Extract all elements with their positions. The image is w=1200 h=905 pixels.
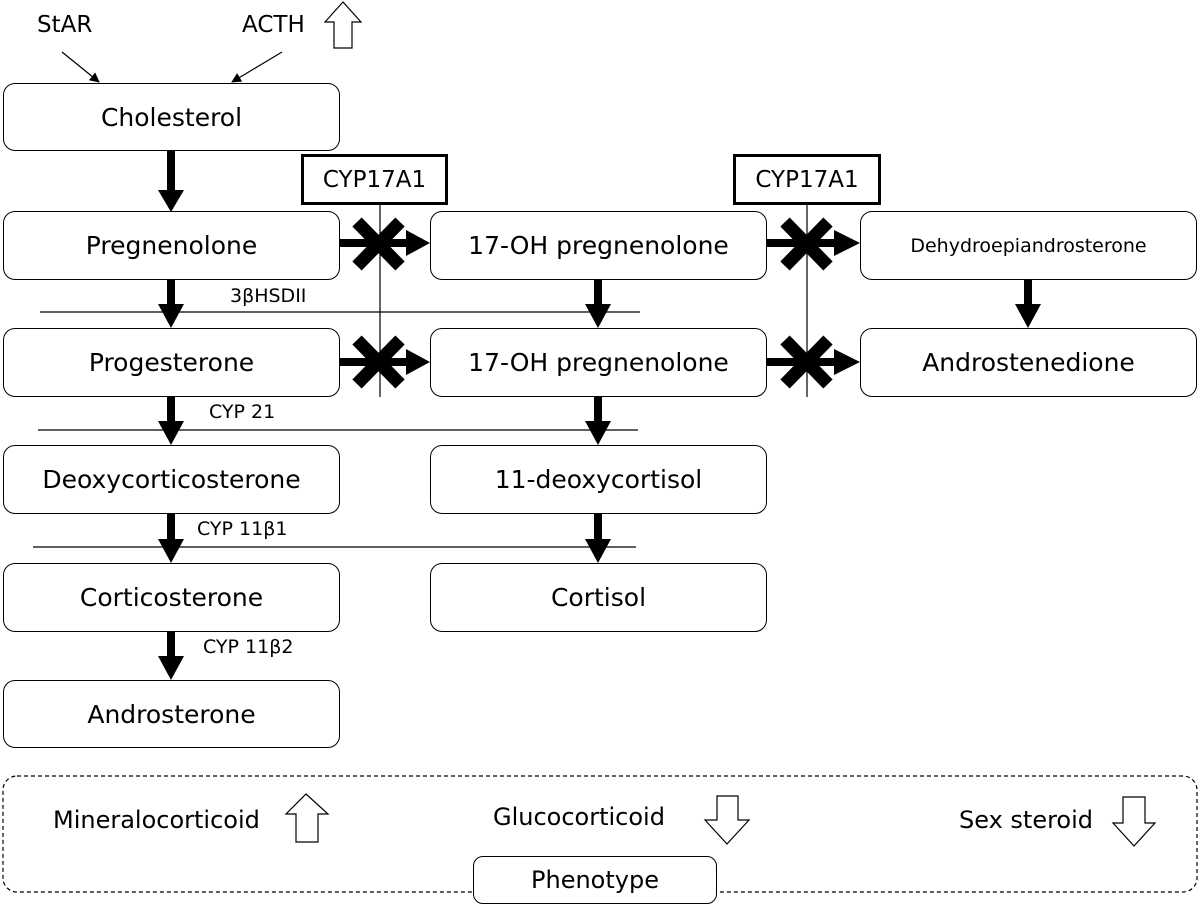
node-progesterone: Progesterone <box>3 328 340 397</box>
phenotype-glucocorticoid: Glucocorticoid <box>493 803 665 831</box>
sex-steroid-down-arrow-icon <box>1111 796 1157 847</box>
phenotype-frame <box>2 775 1198 893</box>
mineralocorticoid-up-arrow-icon <box>284 793 330 843</box>
star-label: StAR <box>37 12 93 38</box>
block-cross-icon <box>780 335 833 389</box>
enzyme-cyp17a1-left: CYP17A1 <box>301 154 448 205</box>
enzyme-3bhsdii: 3βHSDII <box>230 285 307 307</box>
node-cortisol: Cortisol <box>430 563 767 632</box>
arrow-corticosterone-to-androsterone <box>158 632 184 680</box>
node-cholesterol: Cholesterol <box>3 83 340 151</box>
node-deoxycorticosterone: Deoxycorticosterone <box>3 445 340 514</box>
enzyme-cyp17a1-right: CYP17A1 <box>733 154 881 205</box>
node-17oh-pregnenolone-2: 17-OH pregnenolone <box>430 328 767 397</box>
node-dhea: Dehydroepiandrosterone <box>860 211 1197 280</box>
arrow-cholesterol-to-pregnenolone <box>158 150 184 212</box>
node-pregnenolone: Pregnenolone <box>3 211 340 280</box>
node-androsterone: Androsterone <box>3 680 340 748</box>
node-11-deoxycortisol: 11-deoxycortisol <box>430 445 767 514</box>
phenotype-mineralocorticoid: Mineralocorticoid <box>53 806 260 834</box>
arrow-progesterone-to-doc <box>158 397 184 445</box>
acth-up-arrow-icon <box>323 1 363 49</box>
arrow-doc-to-corticosterone <box>158 514 184 563</box>
block-cross-icon <box>352 217 405 271</box>
node-17oh-pregnenolone-1: 17-OH pregnenolone <box>430 211 767 280</box>
enzyme-cyp21: CYP 21 <box>209 401 276 423</box>
arrow-ohpreg1-to-ohpreg2 <box>585 280 611 328</box>
block-cross-icon <box>352 335 405 389</box>
block-cross-icon <box>780 217 833 271</box>
enzyme-cyp11b2: CYP 11β2 <box>203 636 294 658</box>
star-arrow <box>61 51 100 83</box>
phenotype-title: Phenotype <box>473 856 717 904</box>
arrow-ohpreg2-to-deoxycortisol <box>585 397 611 445</box>
node-androstenedione: Androstenedione <box>860 328 1197 397</box>
node-corticosterone: Corticosterone <box>3 563 340 632</box>
phenotype-sex-steroid: Sex steroid <box>959 806 1094 834</box>
enzyme-cyp11b1: CYP 11β1 <box>197 518 288 540</box>
arrow-deoxycortisol-to-cortisol <box>585 514 611 563</box>
arrow-dhea-to-androstenedione <box>1015 280 1041 328</box>
acth-arrow <box>231 51 283 83</box>
arrow-pregnenolone-to-progesterone <box>158 280 184 328</box>
glucocorticoid-down-arrow-icon <box>703 795 751 845</box>
acth-label: ACTH <box>242 12 305 38</box>
